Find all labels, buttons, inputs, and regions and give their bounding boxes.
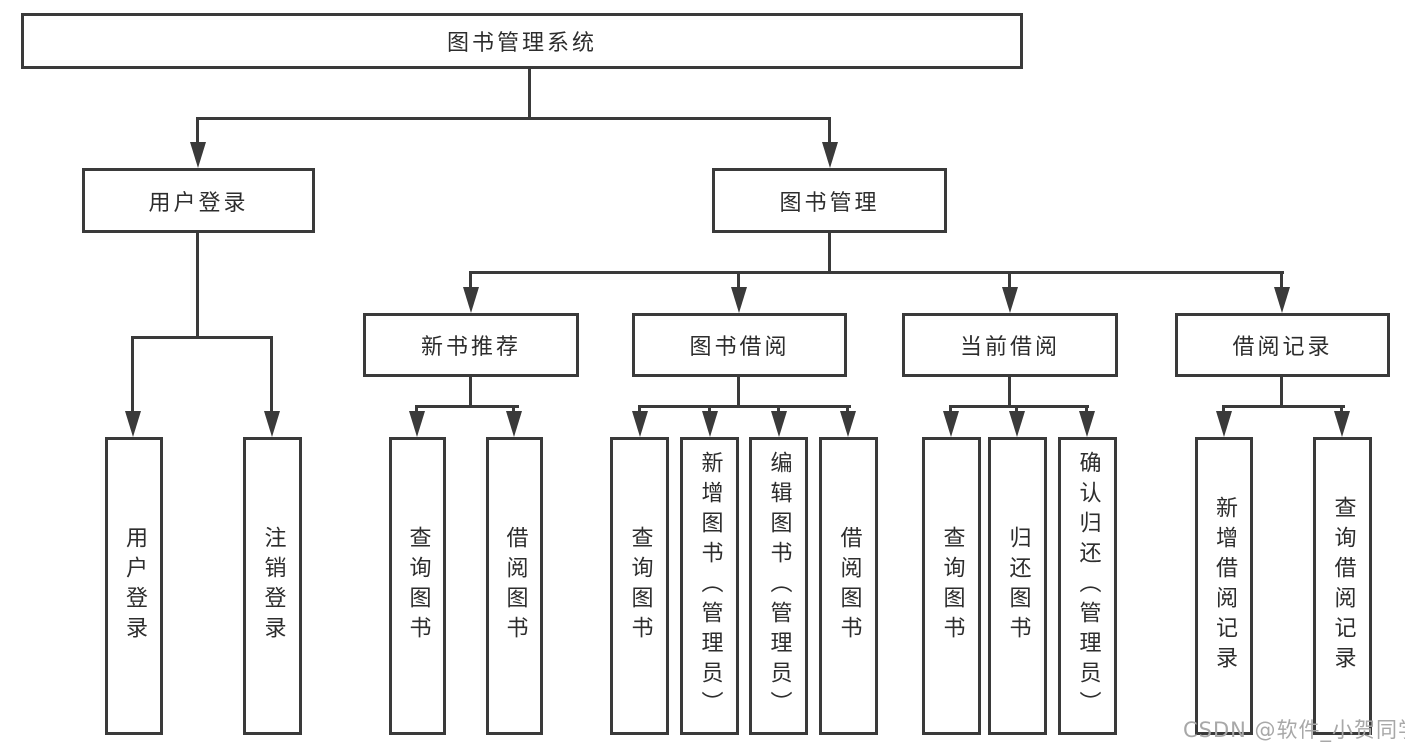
connector-line (828, 117, 831, 144)
connector-line (131, 336, 134, 414)
connector-line (1085, 405, 1088, 415)
connector-line (949, 405, 952, 415)
connector-line (1008, 271, 1011, 289)
connector-line (469, 271, 472, 289)
arrow-down-icon (1079, 411, 1095, 437)
leaf-user-login: 用户登录 (105, 437, 163, 735)
connector-user-login-split (131, 336, 273, 339)
arrow-down-icon (1334, 411, 1350, 437)
arrow-down-icon (771, 411, 787, 437)
leaf-edit-books-admin: 编辑图书（管理员） (749, 437, 808, 735)
arrow-down-icon (463, 287, 479, 313)
arrow-down-icon (840, 411, 856, 437)
arrow-down-icon (1274, 287, 1290, 313)
node-library-system: 图书管理系统 (21, 13, 1023, 69)
connector-line (270, 336, 273, 414)
arrow-down-icon (409, 411, 425, 437)
arrow-down-icon (264, 411, 280, 437)
connector-line (737, 271, 740, 289)
leaf-query-borrow-record: 查询借阅记录 (1313, 437, 1372, 735)
leaf-confirm-return-admin: 确认归还（管理员） (1058, 437, 1117, 735)
connector-root-split (196, 117, 831, 120)
connector-line (708, 405, 711, 415)
leaf-query-books-recommend: 查询图书 (389, 437, 446, 735)
arrow-down-icon (731, 287, 747, 313)
connector-current-stem (1008, 377, 1011, 405)
connector-line (415, 405, 418, 415)
leaf-add-books-admin: 新增图书（管理员） (680, 437, 739, 735)
arrow-down-icon (1216, 411, 1232, 437)
connector-current-split (949, 405, 1089, 408)
leaf-query-books-borrowing: 查询图书 (610, 437, 669, 735)
connector-records-stem (1280, 377, 1283, 405)
connector-book-mgmt-stem (828, 233, 831, 271)
connector-user-login-stem (196, 233, 199, 336)
arrow-down-icon (125, 411, 141, 437)
csdn-watermark: CSDN @软件_小贺同学 (1183, 718, 1405, 742)
leaf-return-books: 归还图书 (988, 437, 1047, 735)
connector-borrowing-stem (737, 377, 740, 405)
leaf-borrow-books-recommend: 借阅图书 (486, 437, 543, 735)
leaf-add-borrow-record: 新增借阅记录 (1195, 437, 1253, 735)
arrow-down-icon (190, 142, 206, 168)
arrow-down-icon (1009, 411, 1025, 437)
connector-line (638, 405, 641, 415)
connector-line (1222, 405, 1225, 415)
node-book-borrowing: 图书借阅 (632, 313, 847, 377)
leaf-logout-login: 注销登录 (243, 437, 302, 735)
node-book-management: 图书管理 (712, 168, 947, 233)
connector-line (512, 405, 515, 415)
connector-line (1280, 271, 1283, 289)
connector-records-split (1222, 405, 1345, 408)
arrow-down-icon (822, 142, 838, 168)
node-current-borrowing: 当前借阅 (902, 313, 1118, 377)
arrow-down-icon (943, 411, 959, 437)
arrow-down-icon (702, 411, 718, 437)
node-user-login: 用户登录 (82, 168, 315, 233)
leaf-query-books-current: 查询图书 (922, 437, 981, 735)
connector-line (196, 117, 199, 144)
arrow-down-icon (1002, 287, 1018, 313)
connector-recommend-stem (469, 377, 472, 405)
connector-recommend-split (415, 405, 519, 408)
arrow-down-icon (506, 411, 522, 437)
leaf-borrow-books-borrowing: 借阅图书 (819, 437, 878, 735)
connector-root-stem (528, 69, 531, 117)
node-new-book-recommendation: 新书推荐 (363, 313, 579, 377)
connector-line (846, 405, 849, 415)
connector-borrowing-split (638, 405, 851, 408)
node-borrowing-records: 借阅记录 (1175, 313, 1390, 377)
arrow-down-icon (632, 411, 648, 437)
connector-line (1340, 405, 1343, 415)
connector-line (777, 405, 780, 415)
connector-book-mgmt-split (469, 271, 1284, 274)
connector-line (1015, 405, 1018, 415)
